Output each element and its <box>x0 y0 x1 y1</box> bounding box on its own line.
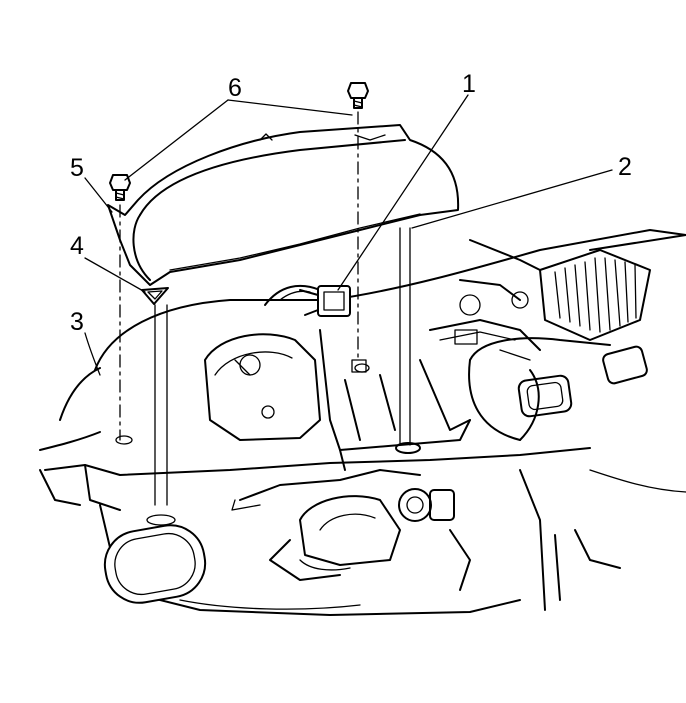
callout-4: 4 <box>70 232 84 260</box>
right-duct-assembly <box>468 234 686 441</box>
callout-1: 1 <box>462 70 476 98</box>
center-stack-cavity <box>319 329 471 471</box>
fastener-bolt-center <box>347 82 369 109</box>
wiring-harness <box>264 279 541 361</box>
callout-2: 2 <box>618 153 632 181</box>
left-vent-opening <box>204 333 321 441</box>
callout-5: 5 <box>70 154 84 182</box>
electrical-connector <box>299 285 351 317</box>
callout-6: 6 <box>228 74 242 102</box>
callout-3: 3 <box>70 308 84 336</box>
leader-lines <box>84 94 613 376</box>
cluster-trim-bezel <box>107 124 460 305</box>
alignment-lines <box>115 111 411 526</box>
fastener-bolt-left <box>109 174 131 201</box>
steering-column <box>231 469 471 591</box>
lower-left-vent <box>103 524 207 604</box>
